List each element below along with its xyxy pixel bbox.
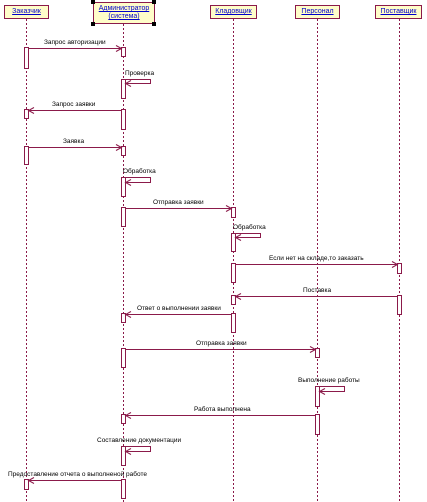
- activation-customer-4: [24, 479, 29, 490]
- activation-customer-1: [24, 47, 29, 69]
- message-arrow-12: [318, 386, 345, 395]
- activation-customer-3: [24, 146, 29, 165]
- actor-label-admin: Администратор (система): [98, 5, 150, 20]
- message-label-9: Поставка: [303, 287, 331, 294]
- activation-supplier-2: [397, 295, 402, 315]
- selection-handle-top-right: [152, 0, 156, 4]
- message-arrow-11: [125, 346, 317, 353]
- activation-storekeeper-3: [231, 263, 236, 283]
- activation-admin-3: [121, 109, 126, 130]
- message-label-1: Запрос авторизации: [44, 39, 106, 46]
- activation-storekeeper-2: [231, 233, 236, 252]
- activation-admin-2: [121, 79, 126, 99]
- selection-handle-bottom-left: [91, 22, 95, 26]
- message-label-4: Заявка: [63, 138, 85, 145]
- message-label-5: Обработка: [123, 167, 156, 175]
- activation-storekeeper-4: [231, 295, 236, 305]
- message-arrow-7: [234, 233, 261, 241]
- message-label-12: Выполнение работы: [298, 376, 360, 384]
- message-label-8: Если нет на складе,то заказать: [269, 255, 364, 262]
- selection-handle-bottom-right: [152, 22, 156, 26]
- activation-admin-1: [121, 47, 126, 57]
- activation-storekeeper-1: [231, 207, 236, 218]
- message-arrow-4: [28, 144, 123, 151]
- message-label-14: Составление документации: [97, 437, 181, 444]
- actor-box-storekeeper: Кладовщик: [210, 5, 257, 19]
- message-label-3: Запрос заявки: [52, 101, 96, 108]
- message-label-2: Проверка: [125, 70, 154, 77]
- activation-supplier-1: [397, 263, 402, 274]
- message-arrow-2: [124, 79, 151, 87]
- message-arrow-6: [125, 205, 233, 212]
- activation-admin-4: [121, 146, 126, 156]
- message-arrow-14: [124, 446, 151, 455]
- activation-admin-9: [121, 414, 126, 424]
- activation-admin-8: [121, 348, 126, 368]
- message-label-11: Отправка заявки: [196, 340, 247, 347]
- activation-admin-11: [121, 479, 126, 499]
- selection-handle-top-left: [91, 0, 95, 4]
- message-label-13: Работа выполнена: [194, 405, 251, 413]
- activation-staff-3: [315, 414, 320, 435]
- message-arrow-1: [28, 45, 123, 52]
- message-arrow-5: [124, 177, 151, 186]
- message-arrow-13: [124, 412, 316, 419]
- activation-admin-5: [121, 177, 126, 197]
- message-label-6: Отправка заявки: [153, 199, 204, 206]
- message-arrow-15: [27, 477, 122, 484]
- message-label-15: Предоставление отчета о выполненой работ…: [8, 470, 147, 478]
- activation-admin-6: [121, 207, 126, 227]
- actor-box-supplier: Поставщик: [375, 5, 422, 19]
- actor-label-storekeeper: Кладовщик: [215, 8, 252, 15]
- activation-staff-2: [315, 386, 320, 407]
- actor-box-customer: Заказчик: [4, 5, 49, 19]
- activation-admin-10: [121, 446, 126, 466]
- message-label-7: Обработка: [233, 223, 266, 231]
- message-label-10: Ответ о выполнении заявки: [137, 305, 221, 312]
- message-arrow-8: [235, 261, 399, 268]
- activation-storekeeper-5: [231, 313, 236, 333]
- message-arrow-3: [27, 107, 122, 114]
- actor-box-admin: Администратор (система): [93, 2, 155, 24]
- actor-box-staff: Персонал: [295, 5, 340, 19]
- activation-customer-2: [24, 109, 29, 119]
- activation-staff-1: [315, 348, 320, 358]
- actor-label-supplier: Поставщик: [380, 8, 417, 15]
- actor-label-staff: Персонал: [301, 8, 334, 15]
- message-arrow-9: [234, 293, 398, 300]
- message-arrow-10: [124, 311, 232, 318]
- activation-admin-7: [121, 313, 126, 323]
- actor-label-customer: Заказчик: [12, 8, 41, 15]
